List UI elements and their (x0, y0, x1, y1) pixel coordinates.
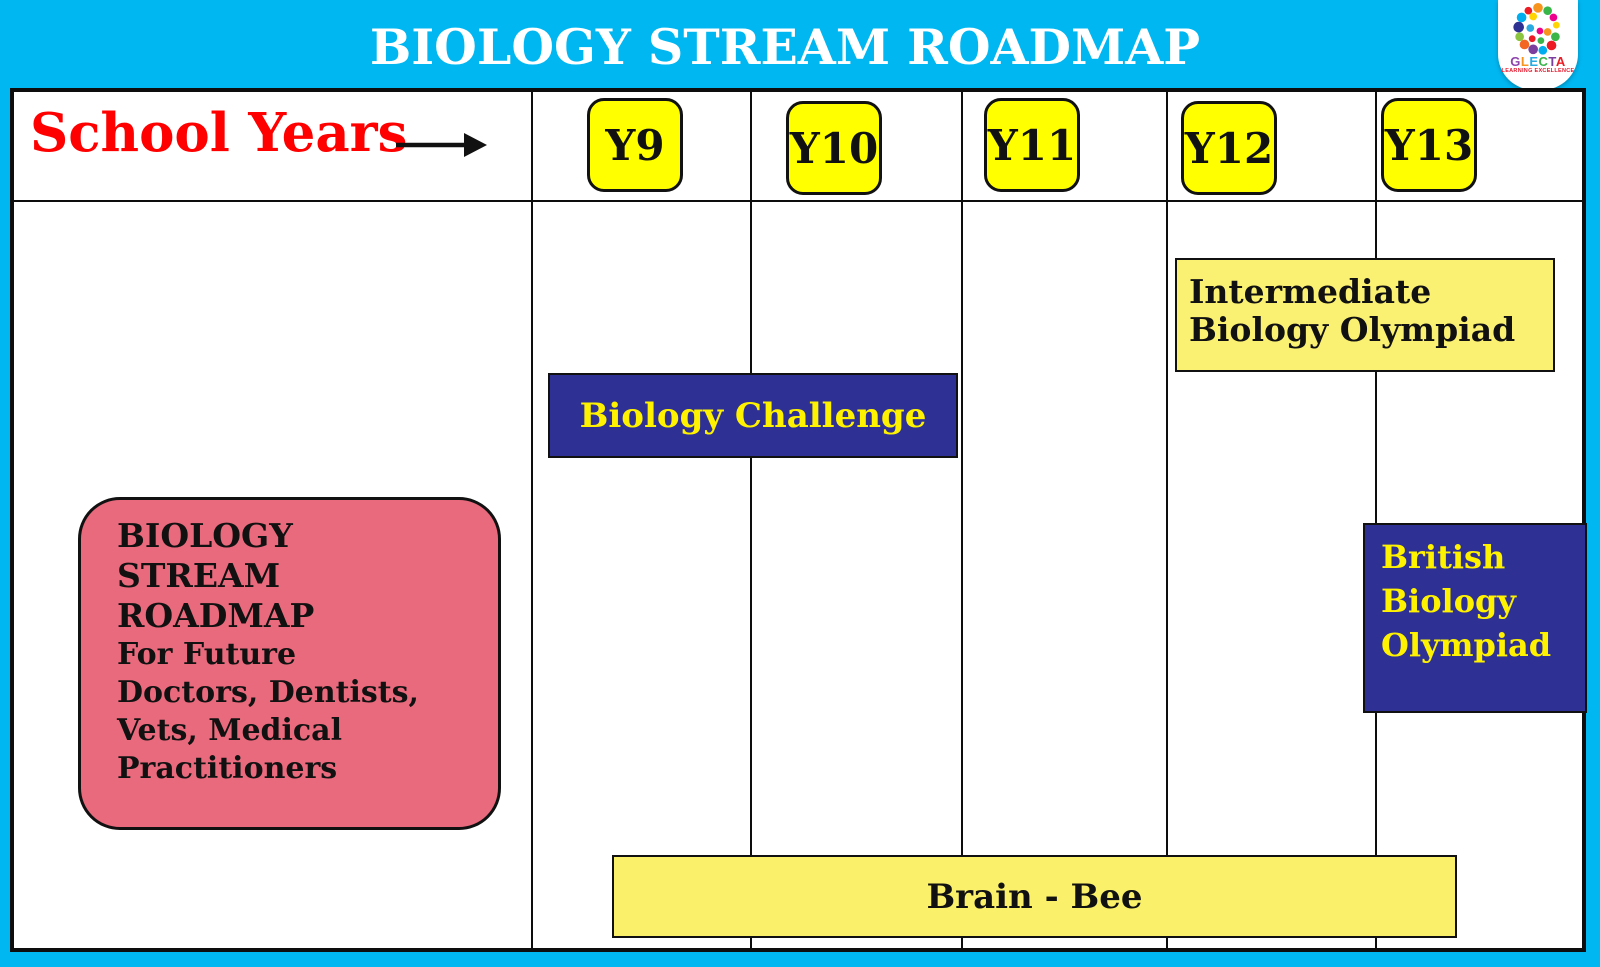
logo-letter: T (1548, 54, 1556, 69)
logo-wordmark: GLECTA (1510, 54, 1566, 69)
year-badge-y11: Y11 (984, 98, 1080, 192)
year-badge-y12: Y12 (1181, 101, 1277, 195)
event-intermediate-biology-olympiad: Intermediate Biology Olympiad (1175, 258, 1555, 372)
roadmap-box-subtitle: For Future Doctors, Dentists, Vets, Medi… (117, 637, 419, 786)
school-years-label: School Years (30, 102, 408, 164)
header-separator-line (12, 200, 1586, 202)
logo-letter: C (1538, 54, 1549, 69)
event-british-biology-olympiad: British Biology Olympiad (1363, 523, 1587, 713)
year-badge-y13: Y13 (1381, 98, 1477, 192)
logo-letter: L (1520, 54, 1530, 69)
glecta-logo: GLECTA LEARNING EXCELLENCE (1498, 0, 1578, 90)
year-badge-y10: Y10 (786, 101, 882, 195)
grid-line (750, 92, 752, 948)
logo-g-dots-icon (1513, 2, 1560, 55)
logo-letter: E (1529, 54, 1539, 69)
grid-line (961, 92, 963, 948)
logo-letter: A (1555, 54, 1566, 69)
right-arrow-icon (396, 133, 487, 157)
event-brain-bee: Brain - Bee (612, 855, 1457, 938)
page-title: BIOLOGY STREAM ROADMAP (369, 18, 1201, 76)
grid-line (1375, 92, 1377, 948)
year-badge-y9: Y9 (587, 98, 683, 192)
logo-tagline: LEARNING EXCELLENCE (1501, 68, 1575, 74)
grid-line (531, 92, 533, 948)
logo-letter: G (1510, 54, 1521, 69)
grid-line (1166, 92, 1168, 948)
roadmap-description-box: BIOLOGY STREAM ROADMAP For Future Doctor… (78, 497, 501, 830)
event-biology-challenge: Biology Challenge (548, 373, 958, 458)
roadmap-box-title: BIOLOGY STREAM ROADMAP (117, 516, 315, 635)
